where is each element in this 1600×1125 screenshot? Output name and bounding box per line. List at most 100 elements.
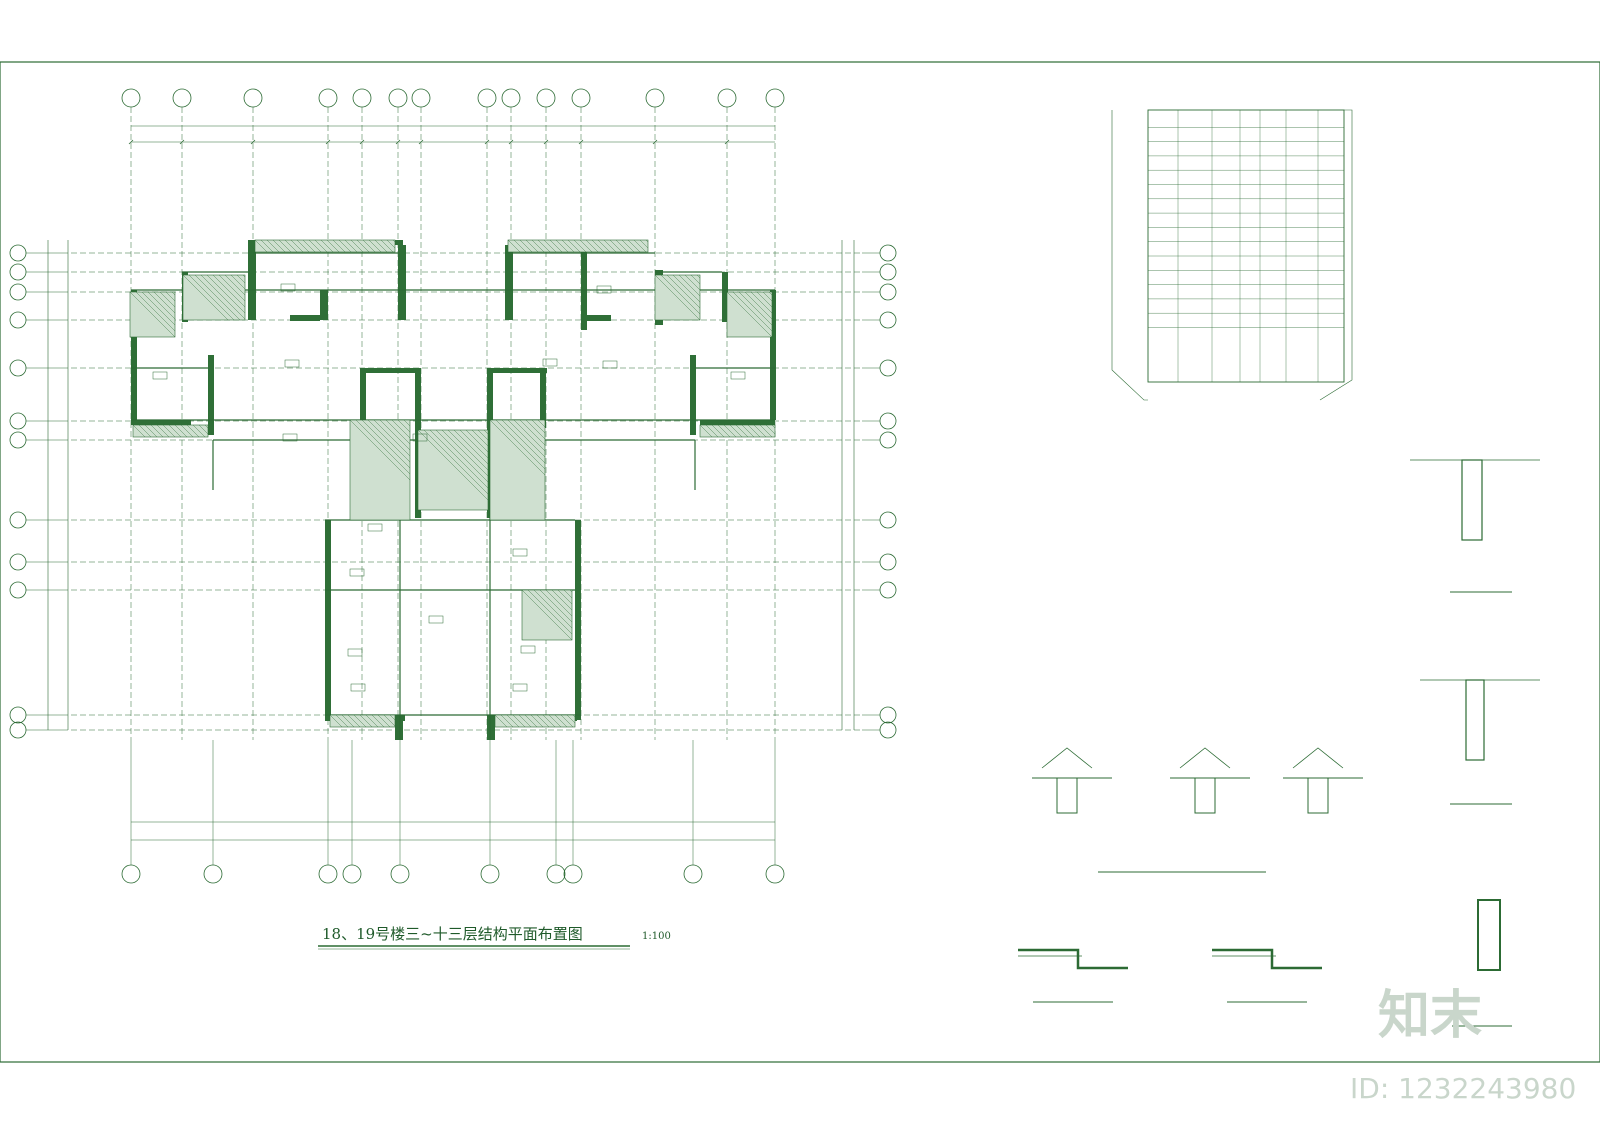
shear-wall xyxy=(320,290,328,320)
hatch-line xyxy=(627,239,641,253)
hatch-line xyxy=(747,424,761,438)
dim-tick xyxy=(652,139,658,145)
shear-wall xyxy=(581,315,611,321)
hatch-line xyxy=(338,239,352,253)
shear-wall xyxy=(360,368,420,373)
axis-bubble-row xyxy=(879,553,897,571)
hatch-line xyxy=(377,714,391,728)
axis-bubble-top xyxy=(536,88,556,108)
hatch-line xyxy=(359,714,373,728)
axis-bubble-top xyxy=(172,88,192,108)
hatch-line xyxy=(759,424,773,438)
axis-bubble-bottom xyxy=(480,864,500,884)
dim-tick xyxy=(724,139,730,145)
hatch-line xyxy=(756,291,773,308)
hatch-line xyxy=(186,424,200,438)
detail-a-bars xyxy=(1041,747,1093,769)
axis-bubble-top xyxy=(411,88,431,108)
hatch-line xyxy=(494,714,508,728)
hatch-line xyxy=(533,589,573,629)
hatched-slab xyxy=(132,424,209,438)
hatch-line xyxy=(224,274,246,296)
hatch-line xyxy=(678,274,701,297)
drawing-scale: 1:100 xyxy=(642,931,671,942)
hatch-line xyxy=(726,291,773,338)
hatch-line xyxy=(144,424,158,438)
hatch-line xyxy=(690,274,701,285)
watermark-logo: 知末 xyxy=(1378,986,1482,1046)
hatch-line xyxy=(684,274,701,291)
hatch-line xyxy=(389,714,396,721)
hatch-line xyxy=(513,239,527,253)
axis-bubble-bottom xyxy=(203,864,223,884)
fold-detail-1-slab xyxy=(1018,948,1128,970)
axis-bubble-row xyxy=(879,359,897,377)
hatch-line xyxy=(554,714,568,728)
shear-wall xyxy=(208,355,214,435)
axis-bubble-top xyxy=(501,88,521,108)
dhb-tag-box xyxy=(282,433,298,442)
detail-a-beam xyxy=(1056,777,1078,814)
floor-plan xyxy=(9,88,897,884)
table-bracket-right xyxy=(1319,109,1353,401)
detail-b-beam xyxy=(1194,777,1216,814)
hatch-line xyxy=(397,419,411,433)
hatch-line xyxy=(194,274,241,321)
hatch-line xyxy=(200,274,246,320)
hatch-line xyxy=(723,424,737,438)
hatch-line xyxy=(729,424,743,438)
shear-wall xyxy=(700,420,775,425)
axis-bubble-top xyxy=(765,88,785,108)
hatch-line xyxy=(489,419,546,476)
hatch-line xyxy=(521,589,573,641)
hatch-line xyxy=(326,239,340,253)
hatch-line xyxy=(391,419,411,439)
hatch-line xyxy=(242,274,246,278)
hatch-line xyxy=(536,714,550,728)
shear-wall xyxy=(690,355,696,435)
axis-bubble-row xyxy=(9,412,27,430)
shear-wall xyxy=(581,240,587,330)
axis-bubble-row xyxy=(9,581,27,599)
dhb-tag-box xyxy=(730,371,746,380)
hatch-line xyxy=(362,239,376,253)
shear-wall xyxy=(395,715,403,740)
hatch-line xyxy=(530,714,544,728)
hatch-line xyxy=(441,429,489,477)
axis-bubble-row xyxy=(879,263,897,281)
shear-wall xyxy=(398,245,406,320)
hatch-line xyxy=(654,274,701,321)
axis-bubble-row xyxy=(9,263,27,281)
hatch-line xyxy=(471,429,489,447)
shear-wall xyxy=(487,715,495,740)
hatch-line xyxy=(765,424,776,435)
dim-tick xyxy=(543,139,549,145)
dim-tick xyxy=(179,139,185,145)
hatch-line xyxy=(762,291,773,302)
axis-bubble-bottom xyxy=(342,864,362,884)
hatch-line xyxy=(302,239,316,253)
hatch-line xyxy=(660,274,701,315)
hatch-line xyxy=(557,589,573,605)
dhb-tag-box xyxy=(280,283,296,292)
hatch-line xyxy=(368,239,382,253)
hatch-line xyxy=(392,239,396,243)
table-bracket xyxy=(1111,110,1148,401)
hatch-line xyxy=(350,239,364,253)
hatch-line xyxy=(543,239,557,253)
hatch-line xyxy=(453,429,489,465)
axis-bubble-row xyxy=(9,706,27,724)
axis-bubble-row xyxy=(9,283,27,301)
axis-bubble-row xyxy=(9,359,27,377)
axis-bubble-top xyxy=(388,88,408,108)
hatch-line xyxy=(132,424,146,438)
hatch-line xyxy=(356,239,370,253)
hatch-line xyxy=(435,429,489,483)
axis-bubble-bottom xyxy=(318,864,338,884)
hatch-line xyxy=(465,429,489,453)
detail-c-bars xyxy=(1292,747,1344,769)
axis-bubble-bottom xyxy=(563,864,583,884)
hatch-line xyxy=(308,239,322,253)
hatch-line xyxy=(374,239,388,253)
